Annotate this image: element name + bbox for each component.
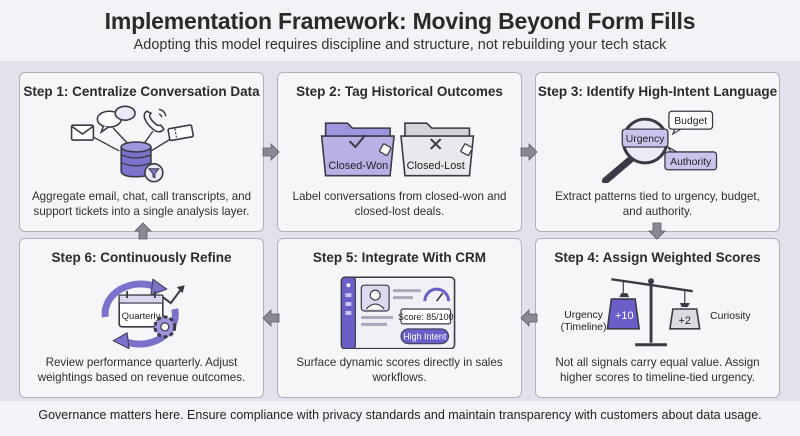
step-5-title: Step 5: Integrate With CRM [312, 250, 487, 265]
arrow-left-icon [262, 309, 280, 327]
page-title: Implementation Framework: Moving Beyond … [104, 8, 696, 34]
folders-illustration: Closed-Won Closed-Lost [320, 122, 475, 177]
urgency-label: Urgency [564, 310, 604, 321]
step-2-card: Step 2: Tag Historical Outcomes Closed-W… [277, 72, 522, 232]
svg-text:+2: +2 [679, 315, 691, 327]
step-4-description: Not all signals carry equal value. Assig… [555, 356, 760, 384]
svg-text:Budget: Budget [674, 116, 707, 127]
high-intent-badge: High Intent [403, 332, 447, 342]
arrow-right-icon [520, 143, 538, 161]
step-2-description: Label conversations from closed-won and … [292, 190, 507, 218]
database-icon [120, 141, 152, 178]
urgency-bubble: Urgency [621, 128, 669, 148]
svg-text:+10: +10 [615, 310, 634, 322]
email-icon [70, 124, 95, 141]
scale-illustration: +10 +2 Urgency (Timeline) Curiosity [561, 278, 751, 347]
balance-scale-icon [611, 278, 693, 347]
phone-icon [143, 108, 167, 133]
closed-lost-folder-icon [400, 122, 475, 177]
arrow-down-icon [648, 222, 666, 240]
avatar-icon [360, 284, 390, 312]
authority-bubble: Authority [664, 145, 718, 171]
closed-won-tag: Closed-Won [328, 160, 388, 172]
timeline-label: (Timeline) [561, 322, 607, 333]
gear-icon [153, 315, 177, 339]
crm-illustration: Score: 85/100 High Intent [340, 276, 456, 349]
light-weight-icon: +2 [668, 303, 701, 330]
ticket-icon [167, 124, 194, 142]
step-6-title: Step 6: Continuously Refine [51, 250, 232, 265]
step-5-description: Surface dynamic scores directly in sales… [296, 356, 503, 384]
step-5-card: Step 5: Integrate With CRM Score: 85/100… [277, 238, 522, 398]
page-subtitle: Adopting this model requires discipline … [133, 37, 667, 53]
step-2-title: Step 2: Tag Historical Outcomes [296, 84, 503, 99]
step-1-description: Aggregate email, chat, call transcripts,… [31, 190, 252, 218]
step-4-card: Step 4: Assign Weighted Scores +10 +2 Ur… [535, 238, 780, 398]
score-label: Score: 85/100 [398, 312, 454, 322]
data-sources-illustration [70, 105, 194, 183]
heavy-weight-icon: +10 [606, 293, 641, 330]
magnifying-glass-icon [601, 117, 669, 183]
step-1-card: Step 1: Centralize Conversation Data [19, 72, 264, 232]
quarterly-label: Quarterly [122, 310, 161, 321]
step-3-description: Extract patterns tied to urgency, budget… [555, 190, 760, 218]
step-1-title: Step 1: Centralize Conversation Data [23, 84, 260, 99]
step-6-description: Review performance quarterly. Adjust wei… [37, 356, 246, 384]
step-4-title: Step 4: Assign Weighted Scores [554, 250, 761, 265]
governance-footer: Governance matters here. Ensure complian… [38, 408, 762, 422]
step-6-card: Step 6: Continuously Refine Quarterly Re… [19, 238, 264, 398]
step-3-card: Step 3: Identify High-Intent Language Ur… [535, 72, 780, 232]
svg-text:Authority: Authority [670, 157, 712, 168]
svg-text:Urgency: Urgency [626, 134, 666, 145]
arrow-right-icon [262, 143, 280, 161]
closed-lost-tag: Closed-Lost [407, 160, 465, 172]
filter-icon [144, 163, 164, 183]
cycle-arrows-icon [101, 278, 179, 349]
budget-bubble: Budget [668, 110, 714, 136]
refine-illustration: Quarterly [101, 278, 185, 349]
curiosity-label: Curiosity [710, 311, 751, 322]
arrow-up-icon [134, 222, 152, 240]
closed-won-folder-icon [320, 122, 395, 177]
magnifier-illustration: Urgency Budget Authority [601, 110, 718, 183]
step-3-title: Step 3: Identify High-Intent Language [537, 84, 778, 99]
calendar-icon [118, 291, 164, 328]
chat-icon [96, 105, 136, 135]
arrow-left-icon [520, 309, 538, 327]
gauge-icon [423, 287, 451, 302]
